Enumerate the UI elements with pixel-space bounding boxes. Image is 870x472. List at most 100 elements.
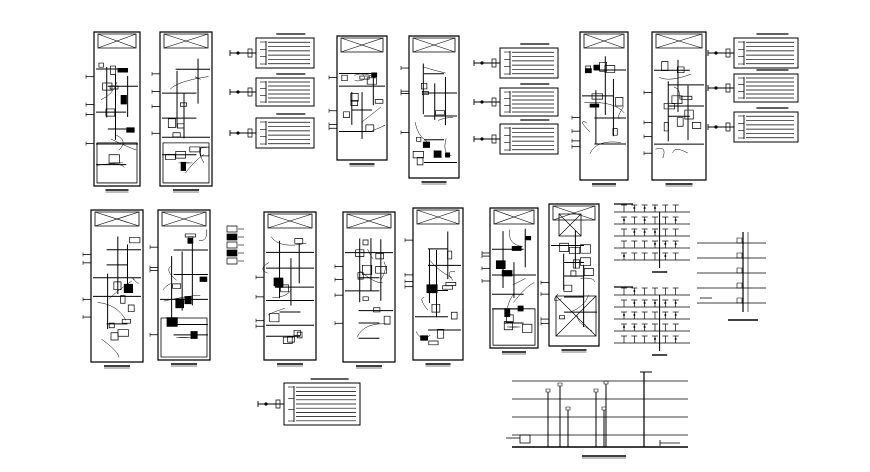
drawing-node <box>654 231 656 233</box>
drawing-box <box>176 299 184 308</box>
drawing-node <box>643 207 646 209</box>
drawing-box <box>191 332 197 339</box>
drawing-box <box>652 32 706 180</box>
drawing-box <box>109 155 119 163</box>
drawing-curve <box>513 283 534 303</box>
drawing-box <box>99 63 104 67</box>
drawing-box <box>248 129 252 137</box>
drawing-box <box>564 285 572 291</box>
drawing-box <box>656 34 702 48</box>
drawing-box <box>363 297 368 301</box>
drawing-box <box>103 83 112 90</box>
drawing-node <box>714 86 718 90</box>
drawing-curve <box>580 278 594 282</box>
drawing-box <box>227 226 237 232</box>
drawing-box <box>421 83 426 89</box>
drawing-node <box>714 125 718 129</box>
floor-plans-layer <box>83 32 706 368</box>
drawing-box <box>436 111 445 115</box>
drawing-box <box>128 305 134 312</box>
drawing-box <box>451 312 457 319</box>
drawing-line <box>553 206 595 220</box>
drawing-box <box>114 282 121 290</box>
drawing-node <box>633 302 636 304</box>
drawing-curve <box>659 74 691 79</box>
drawing-box <box>605 66 615 73</box>
drawing-curve <box>372 125 385 131</box>
drawing-box <box>164 34 208 48</box>
drawing-curve <box>355 74 365 80</box>
plan-13-shafts <box>556 214 596 336</box>
drawing-curve <box>271 237 306 246</box>
drawing-box <box>571 271 576 276</box>
drawing-box <box>594 65 600 70</box>
drawing-box <box>173 133 180 137</box>
drawing-box <box>275 281 283 287</box>
drawing-box <box>502 270 512 276</box>
drawing-curve <box>199 230 207 241</box>
drawing-box <box>592 94 603 99</box>
drawing-box <box>664 123 668 131</box>
drawing-box <box>376 253 384 258</box>
drawing-box <box>163 143 209 183</box>
drawing-curve <box>416 331 430 337</box>
drawing-box <box>585 69 591 73</box>
drawing-box <box>602 407 606 410</box>
schedule-a3 <box>230 114 314 148</box>
drawing-curve <box>163 283 171 289</box>
drawing-curve <box>195 77 201 80</box>
drawing-curve <box>116 135 123 150</box>
drawing-box <box>351 93 358 101</box>
drawing-box <box>409 36 459 178</box>
drawing-box <box>726 123 730 131</box>
drawing-box <box>581 245 591 253</box>
plan-8 <box>150 210 210 366</box>
drawing-node <box>664 243 667 245</box>
drawing-box <box>429 341 438 345</box>
drawing-box <box>417 157 423 164</box>
drawing-box <box>443 286 453 289</box>
drawing-curve <box>430 261 452 278</box>
drawing-node <box>623 255 625 257</box>
drawing-curve <box>97 164 124 168</box>
drawing-node <box>480 100 484 104</box>
plan-12 <box>482 208 538 354</box>
drawing-box <box>168 119 175 128</box>
drawing-box <box>297 332 302 338</box>
drawing-box <box>200 277 207 282</box>
drawing-node <box>236 90 240 94</box>
drawing-box <box>600 62 607 71</box>
drawing-box <box>188 238 192 243</box>
drawing-box <box>494 210 534 224</box>
drawing-box <box>227 250 237 256</box>
drawing-node <box>633 290 636 292</box>
drawing-box <box>106 109 115 116</box>
drawing-line <box>347 214 391 228</box>
drawing-box <box>556 296 596 336</box>
drawing-box <box>417 210 459 224</box>
plan-2 <box>152 32 212 192</box>
drawing-curve <box>423 67 446 73</box>
drawing-box <box>181 162 186 170</box>
legend-stack <box>227 226 244 264</box>
drawing-box <box>413 38 455 52</box>
drawing-node <box>654 243 656 245</box>
drawing-curve <box>507 293 514 308</box>
drawing-curve <box>363 107 381 122</box>
drawing-box <box>616 97 623 106</box>
drawing-box <box>294 330 300 335</box>
drawing-box <box>560 243 569 251</box>
schedule-c2 <box>708 70 798 102</box>
drawing-node <box>236 131 240 135</box>
drawing-curve <box>445 139 452 156</box>
drawing-node <box>264 402 268 406</box>
drawing-box <box>581 258 591 266</box>
drawing-box <box>109 323 114 328</box>
drawing-box <box>413 151 423 158</box>
drawing-box <box>492 98 496 106</box>
drawing-curve <box>185 154 204 173</box>
drawing-box <box>492 135 496 143</box>
drawing-node <box>633 207 636 209</box>
drawing-node <box>643 302 646 304</box>
drawing-curve <box>584 102 624 113</box>
